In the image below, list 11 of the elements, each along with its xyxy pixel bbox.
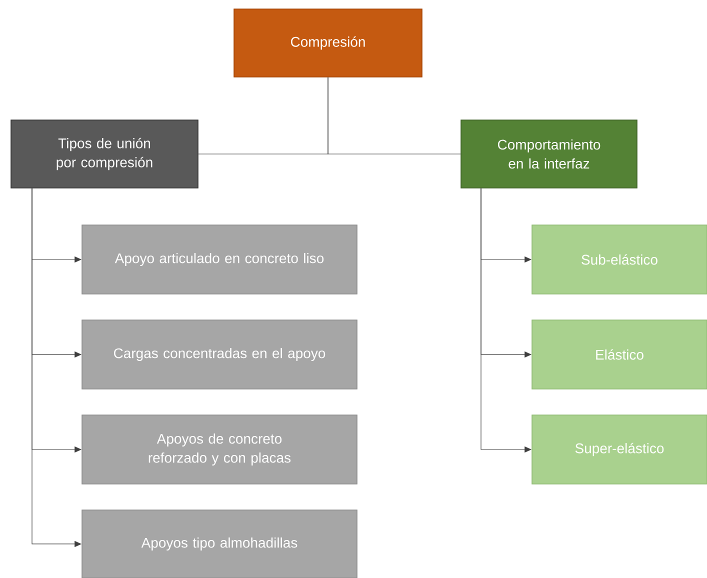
category-box: Tipos de unión por compresión bbox=[10, 120, 198, 188]
item-box: Super-elástico bbox=[532, 414, 707, 484]
item-box: Apoyo articulado en concreto liso bbox=[82, 224, 358, 294]
category-box: Comportamiento en la interfaz bbox=[460, 120, 638, 188]
item-box: Apoyos tipo almohadillas bbox=[82, 510, 358, 578]
connector bbox=[328, 77, 461, 154]
item-box: Sub-elástico bbox=[532, 224, 707, 294]
heading-box: Compresión bbox=[234, 8, 422, 78]
item-box: Cargas concentradas en el apoyo bbox=[82, 320, 358, 390]
item-box: Elástico bbox=[532, 320, 707, 390]
item-box: Apoyos de concreto reforzado y con placas bbox=[82, 414, 358, 484]
